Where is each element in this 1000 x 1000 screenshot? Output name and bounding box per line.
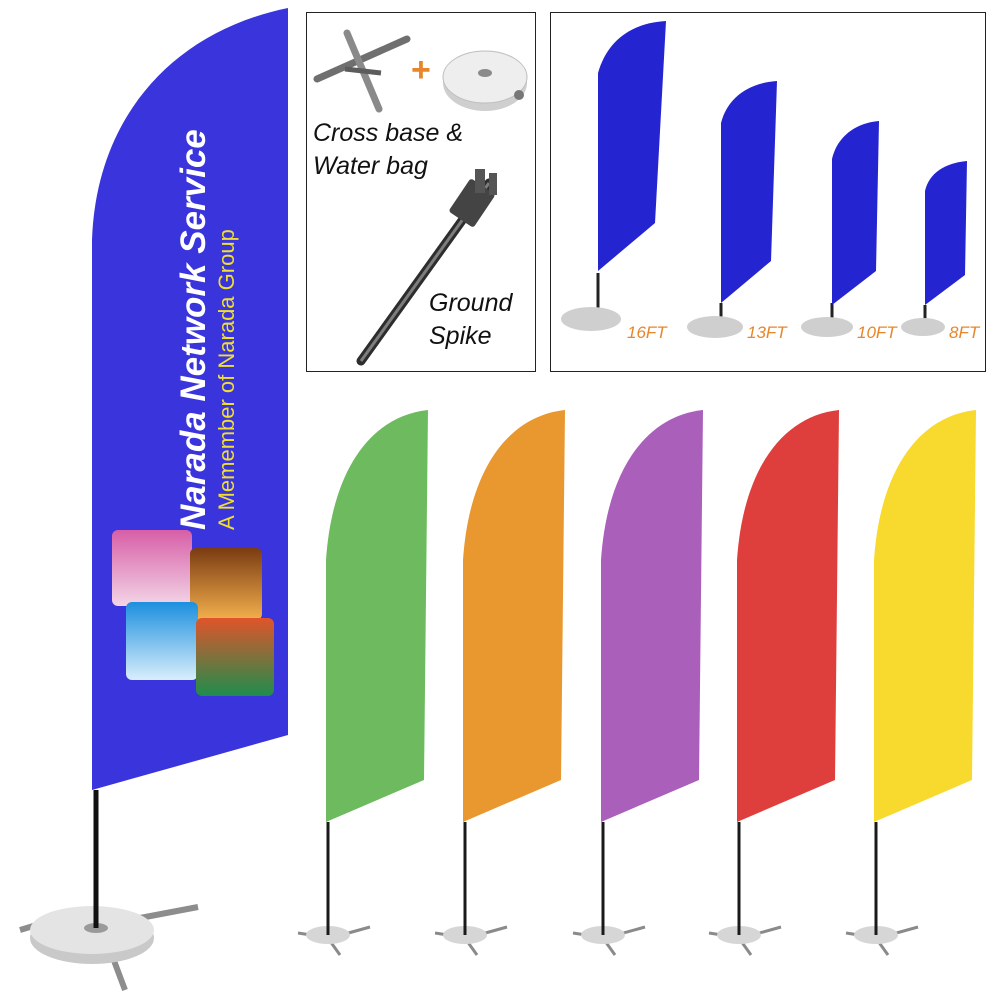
color-flag-green — [297, 410, 428, 956]
ground-spike-label: Ground Spike — [429, 289, 513, 350]
size-flag-13ft — [687, 81, 777, 338]
size-label-10ft: 10FT — [857, 323, 897, 342]
accessories-panel: + Cross base & Water bag Ground Spike — [306, 12, 536, 372]
size-label-16ft: 16FT — [627, 323, 667, 342]
plus-sign: + — [411, 51, 431, 89]
size-flag-8ft — [901, 161, 967, 336]
size-flag-16ft — [561, 21, 666, 331]
size-flag-10ft — [801, 121, 879, 337]
brand-flag-base — [19, 904, 199, 992]
color-flag-red — [708, 410, 839, 956]
cross-base-icon — [313, 29, 411, 113]
brand-logo — [112, 530, 274, 696]
accessories-graphic — [313, 29, 528, 366]
color-flag-yellow — [845, 410, 976, 956]
ground-spike-icon — [356, 169, 497, 366]
sizes-graphic — [561, 21, 967, 338]
color-flag-purple — [572, 410, 703, 956]
water-bag-icon — [442, 50, 528, 111]
color-flag-orange — [434, 410, 565, 956]
sizes-panel: 16FT 13FT 10FT 8FT — [550, 12, 986, 372]
size-label-13ft: 13FT — [747, 323, 787, 342]
size-label-8ft: 8FT — [949, 323, 980, 342]
cross-base-label: Cross base & Water bag — [313, 119, 464, 180]
